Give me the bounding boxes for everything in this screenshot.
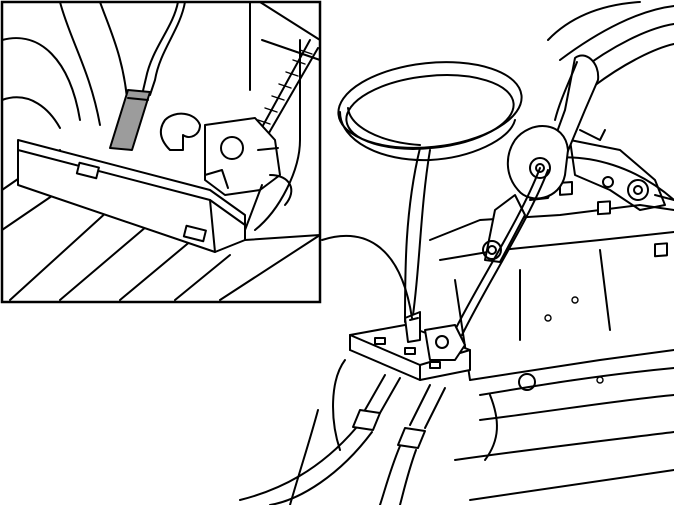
hood-release-latch: [349, 311, 471, 381]
release-cable: [404, 147, 549, 336]
main-view: [239, 1, 674, 505]
cable-sleeves: [239, 359, 446, 505]
release-lever-handle: [482, 54, 606, 263]
console-housing: [429, 180, 674, 501]
coiled-cable-loop: [337, 61, 523, 162]
leader-line: [321, 235, 413, 319]
inset-detail-frame: [0, 0, 322, 304]
lever-pivot-bracket: [569, 139, 674, 211]
inset-hood-release-latch: [159, 112, 293, 231]
inset-release-cable: [109, 1, 319, 151]
inset-latch-plate: [17, 139, 321, 253]
